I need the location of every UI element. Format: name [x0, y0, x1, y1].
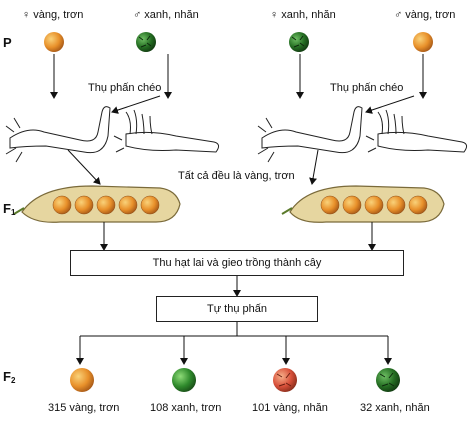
arrow-to-pod-2 [309, 149, 319, 185]
seed-p-yellow-smooth-1 [44, 32, 64, 52]
gen-f2-sub: 2 [10, 376, 16, 385]
gen-f2-letter: F [3, 369, 11, 384]
box-self-pollination: Tự thụ phấn [156, 296, 318, 322]
box-collect-and-plant: Thu hạt lai và gieo trồng thành cây [70, 250, 404, 276]
f2-label-green-wrinkled: 32 xanh, nhăn [360, 402, 430, 414]
label-cross-pollination-2: Thụ phấn chéo [330, 82, 404, 94]
flower-female-1 [5, 106, 111, 163]
f2-label-yellow-smooth: 315 vàng, trơn [48, 402, 120, 414]
wrinkle-lines-1 [138, 35, 152, 48]
label-p2-male: ♂ vàng, trơn [394, 9, 456, 21]
flower-male-1 [113, 109, 220, 153]
seed-f2-green-smooth [172, 368, 196, 392]
pod-f1-2-seed-5 [408, 195, 428, 215]
pod-f1-2-seed-1 [320, 195, 340, 215]
label-cross-pollination-1: Thụ phấn chéo [88, 82, 162, 94]
gen-label-f1: F1 [3, 202, 15, 220]
flower-female-2 [257, 106, 363, 163]
pod-f1-1-seed-4 [118, 195, 138, 215]
gen-label-f2: F2 [3, 370, 15, 388]
pod-f1-2-seed-3 [364, 195, 384, 215]
pod-f1-2-seed-4 [386, 195, 406, 215]
seed-f2-yellow-smooth [70, 368, 94, 392]
f2-label-green-smooth: 108 xanh, trơn [150, 402, 222, 414]
pod-f1-2-seeds [320, 195, 428, 215]
f1-result-text: Tất cả đều là vàng, trơn [178, 170, 295, 182]
seed-f2-yellow-wrinkled [273, 368, 297, 392]
pod-f1-2-seed-2 [342, 195, 362, 215]
seed-p-green-wrinkled-2 [289, 32, 309, 52]
gen-f1-letter: F [3, 201, 11, 216]
gen-label-p: P [3, 35, 12, 50]
pod-f1-1-seed-5 [140, 195, 160, 215]
f2-label-yellow-wrinkled: 101 vàng, nhăn [252, 402, 328, 414]
pollination-arrow-1 [111, 95, 161, 114]
label-p1-male: ♂ xanh, nhăn [133, 9, 199, 21]
pod-f1-1-seeds [52, 195, 160, 215]
flower-male-2 [365, 109, 468, 153]
pod-f1-1-seed-3 [96, 195, 116, 215]
wrinkle-lines-f2-3 [276, 372, 292, 387]
seed-f2-green-wrinkled [376, 368, 400, 392]
label-p2-female: ♀ xanh, nhăn [270, 9, 336, 21]
arrow-to-pod-1 [67, 149, 101, 185]
pollination-arrow-2 [365, 95, 415, 114]
gen-f1-sub: 1 [10, 208, 16, 217]
pod-f1-1-seed-1 [52, 195, 72, 215]
wrinkle-lines-f2-4 [379, 372, 395, 387]
seed-p-green-wrinkled-1 [136, 32, 156, 52]
label-p1-female: ♀ vàng, trơn [22, 9, 84, 21]
wrinkle-lines-2 [291, 35, 305, 48]
seed-p-yellow-smooth-2 [413, 32, 433, 52]
pod-f1-1-seed-2 [74, 195, 94, 215]
